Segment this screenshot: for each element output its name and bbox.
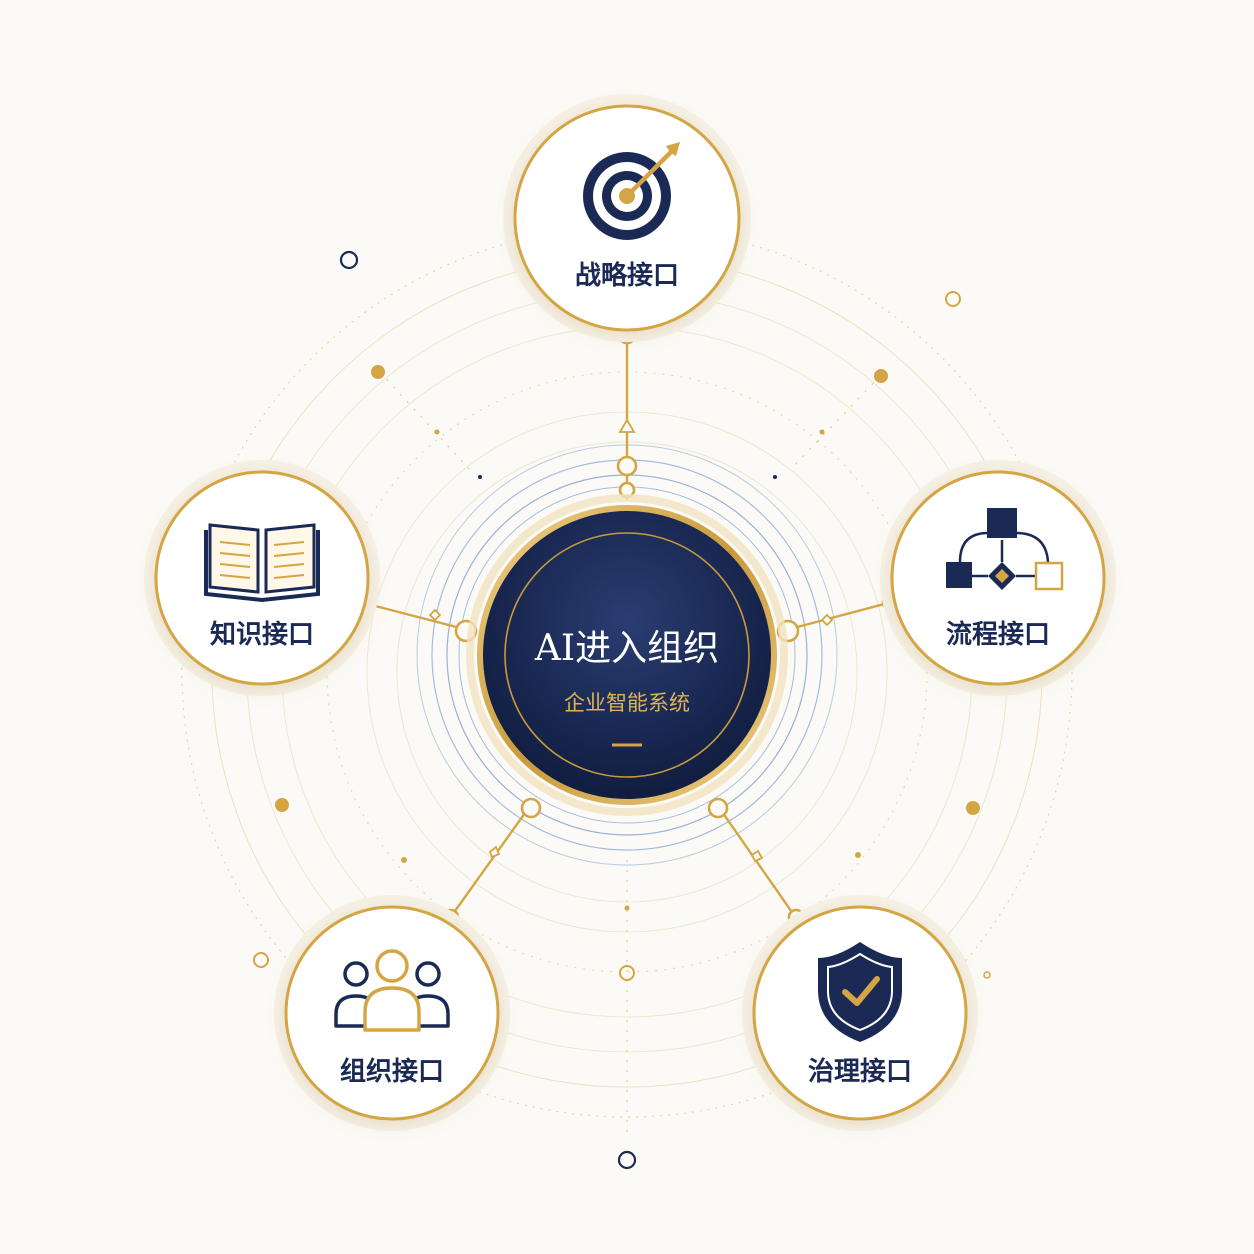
- connector-dot: [707, 797, 729, 819]
- arrow-marker: [618, 418, 636, 433]
- guide-line: [379, 371, 471, 471]
- deco-dot: [478, 475, 482, 479]
- node-label: 流程接口: [946, 620, 1050, 650]
- node-label: 治理接口: [808, 1057, 912, 1087]
- connector-process: [785, 600, 893, 632]
- deco-dot: [434, 429, 440, 435]
- diamond-marker: [428, 608, 442, 622]
- open-book-icon: [204, 523, 320, 603]
- flowchart-icon: [946, 508, 1064, 591]
- node-label: 战略接口: [575, 260, 679, 291]
- guide-line: [789, 375, 881, 471]
- connector-organization: [449, 805, 531, 919]
- deco-dot: [401, 857, 407, 863]
- connector-dot: [520, 797, 542, 819]
- center-inner-ring: [504, 532, 750, 778]
- connector-governance: [717, 805, 797, 919]
- center-disc: [483, 511, 771, 799]
- connector-markers: [428, 418, 834, 863]
- deco-dot: [773, 475, 777, 479]
- node-label: 组织接口: [340, 1056, 444, 1087]
- center-subtitle: 企业智能系统: [564, 691, 690, 715]
- deco-dot: [966, 801, 980, 815]
- node-governance[interactable]: 治理接口: [742, 895, 978, 1131]
- node-process[interactable]: 流程接口: [880, 460, 1116, 696]
- node-knowledge[interactable]: 知识接口: [144, 460, 380, 696]
- deco-dot: [819, 429, 825, 435]
- connector-dot: [616, 455, 638, 477]
- deco-dot: [983, 971, 991, 979]
- node-organization[interactable]: 组织接口: [274, 895, 510, 1131]
- deco-dot: [275, 798, 289, 812]
- node-label: 知识接口: [210, 620, 314, 650]
- deco-dot: [371, 365, 385, 379]
- deco-dot: [945, 291, 961, 307]
- node-circle: [154, 470, 370, 686]
- deco-dot: [619, 965, 635, 981]
- diamond-marker: [488, 845, 501, 859]
- center-title: AI进入组织: [534, 628, 719, 669]
- center-hub: AI进入组织 企业智能系统: [466, 494, 788, 816]
- diamond-marker: [750, 849, 764, 863]
- diamond-marker: [820, 613, 834, 627]
- deco-dot: [874, 369, 888, 383]
- target-arrow-icon: [583, 142, 680, 240]
- deco-dot: [624, 905, 630, 911]
- center-outer-rim: [466, 494, 788, 816]
- node-strategy[interactable]: 战略接口: [503, 94, 751, 342]
- decorative-dots: [253, 250, 991, 1170]
- deco-dot: [617, 1150, 637, 1170]
- connector-knowledge: [359, 600, 469, 632]
- deco-dot: [253, 952, 269, 968]
- deco-dot: [855, 852, 861, 858]
- deco-dot: [339, 250, 359, 270]
- shield-check-icon: [818, 942, 902, 1042]
- people-group-icon: [334, 949, 450, 1032]
